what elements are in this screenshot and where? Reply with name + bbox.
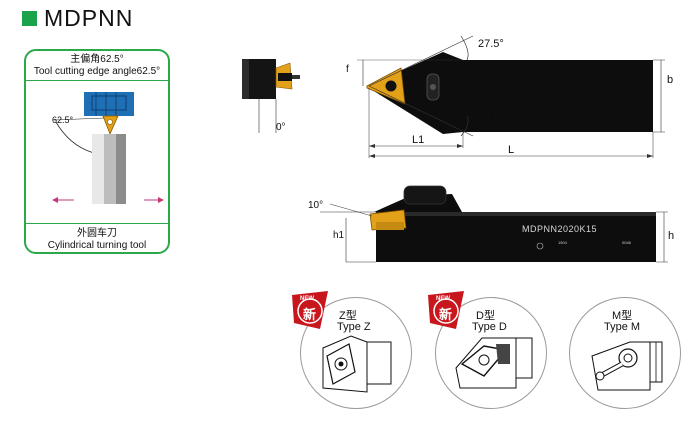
cutting-angle-illustration (52, 92, 164, 204)
lower-angle-label: 27.5° (478, 114, 504, 126)
type-d-badge: 新 (439, 307, 453, 322)
page-title: MDPNN (44, 5, 134, 31)
insert-icon (102, 115, 119, 136)
engraving-text: MDPNN2020K15 (522, 224, 598, 234)
type-m-cn: M型 (612, 310, 633, 322)
type-z-en: Type Z (337, 321, 371, 333)
dim-l-label: L (508, 144, 515, 156)
panel-divider-bottom (26, 223, 168, 224)
type-m-circle: M型 Type M (569, 297, 681, 409)
dim-f-label: f (346, 64, 349, 75)
type-d-circle: D型 Type D (435, 297, 547, 409)
end-angle-label: 0° (276, 122, 286, 133)
panel-divider-top (26, 80, 168, 81)
end-view-drawing (242, 59, 300, 133)
type-d-cn: D型 (476, 310, 495, 322)
title-square-icon (22, 11, 37, 26)
type-z-ribbon: NEW (300, 296, 314, 302)
type-z-icon (322, 335, 392, 393)
side-angle-label: 10° (308, 200, 324, 211)
shank-body (463, 60, 653, 132)
dim-b-label: b (667, 74, 674, 86)
brand-logo-icon (536, 242, 544, 250)
panel-en-caption: Cylindrical turning tool (47, 240, 147, 251)
dim-h1-label: h1 (333, 230, 345, 241)
type-d-en: Type D (472, 321, 507, 333)
upper-angle-label: 27.5° (478, 38, 504, 50)
type-z-new-badge-icon (292, 291, 328, 329)
panel-en-title: Tool cutting edge angle62.5° (33, 66, 161, 77)
dim-h-label: h (668, 230, 675, 242)
type-m-icon (591, 341, 663, 391)
panel-angle-label: 62.5° (52, 115, 74, 125)
type-z-cn: Z型 (339, 310, 357, 322)
top-view-drawing (357, 35, 665, 158)
type-d-icon (455, 337, 533, 389)
tool-head (369, 52, 463, 134)
type-z-badge: 新 (303, 307, 317, 322)
type-d-new-badge-icon (428, 291, 464, 329)
panel-cn-caption: 外圆车刀 (77, 228, 117, 239)
angle-info-panel: 主偏角62.5° Tool cutting edge angle62.5° 62… (24, 49, 170, 254)
panel-cn-title: 主偏角62.5° (70, 54, 124, 65)
type-d-ribbon: NEW (436, 296, 450, 302)
side-clamp-icon (403, 185, 447, 205)
side-view-drawing (320, 185, 668, 263)
engraving-small-text: 1504 (558, 240, 567, 245)
side-shank-body (376, 212, 656, 262)
type-m-en: Type M (604, 321, 641, 333)
mark-code-text: 0046 (622, 240, 631, 245)
dim-l1-label: L1 (412, 134, 425, 146)
